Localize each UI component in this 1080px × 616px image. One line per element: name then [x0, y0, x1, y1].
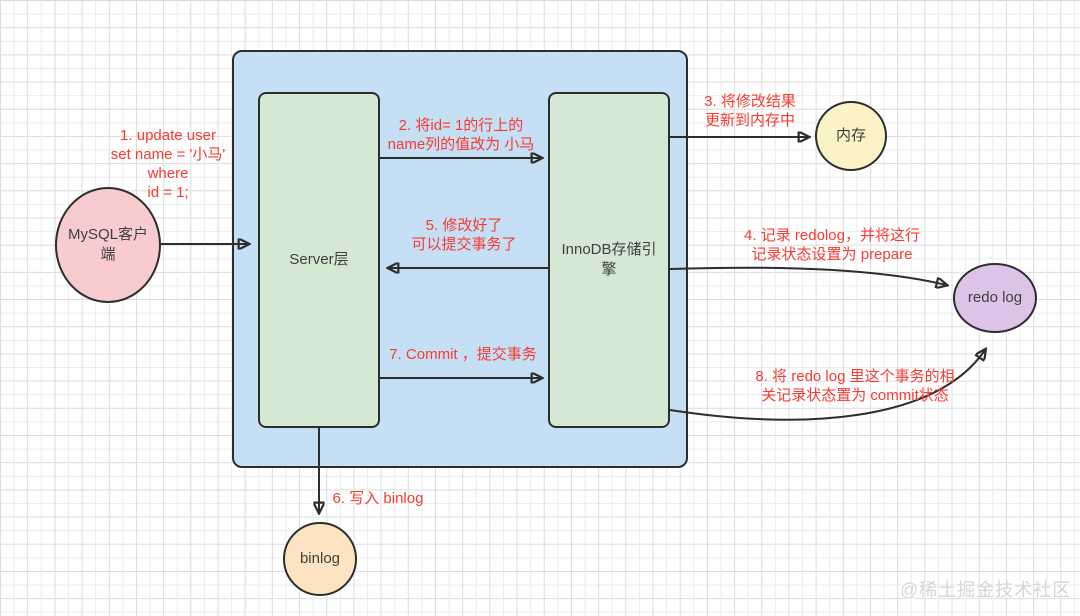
annotation-step8: 8. 将 redo log 里这个事务的相 关记录状态置为 commit状态 [755, 368, 955, 404]
innodb-engine-label: InnoDB存储引 擎 [561, 241, 657, 278]
annotation-step7: 7. Commit ，提交事务 [389, 346, 537, 363]
innodb-engine-node: InnoDB存储引 擎 [548, 92, 670, 428]
annotation-step2: 2. 将id= 1的行上的 name列的值改为 小马 [387, 117, 535, 153]
server-layer-node: Server层 [258, 92, 380, 428]
mysql-client-label: MySQL客户 端 [67, 226, 148, 263]
annotation-step4: 4. 记录 redolog，并将这行 记录状态设置为 prepare [744, 227, 920, 263]
server-layer-label: Server层 [289, 251, 349, 268]
annotation-step3: 3. 将修改结果 更新到内存中 [704, 93, 796, 129]
annotation-step6: 6. 写入 binlog [332, 490, 424, 507]
watermark: @稀土掘金技术社区 [900, 580, 1072, 600]
binlog-node: binlog [283, 522, 357, 596]
annotation-step1: 1. update user set name = '小马' where id … [110, 127, 226, 201]
binlog-label: binlog [299, 550, 341, 567]
memory-node: 内存 [815, 101, 887, 171]
redo-log-node: redo log [953, 263, 1037, 333]
arrow-step4-innodb-to-redolog [669, 266, 946, 285]
memory-label: 内存 [835, 127, 866, 144]
annotation-step5: 5. 修改好了 可以提交事务了 [411, 217, 517, 253]
mysql-client-node: MySQL客户 端 [55, 187, 161, 303]
redo-log-label: redo log [967, 289, 1023, 306]
